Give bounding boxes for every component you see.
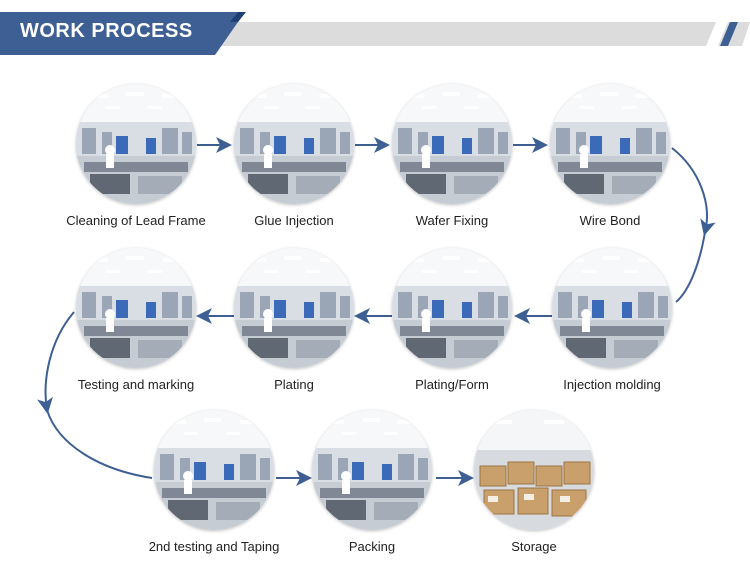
- factory-photo-icon: [76, 248, 196, 368]
- header-graphic: [0, 12, 750, 55]
- factory-photo-icon: [76, 84, 196, 204]
- step-label: Glue Injection: [254, 213, 334, 228]
- factory-photo-icon: [392, 248, 512, 368]
- header-banner: WORK PROCESS: [0, 0, 750, 60]
- step-label: Storage: [511, 539, 557, 554]
- factory-photo-icon: [234, 84, 354, 204]
- step-label: Plating: [274, 377, 314, 392]
- step-label: Packing: [348, 539, 396, 554]
- arrow-8-9: [37, 311, 75, 414]
- step-glue-injection: Glue Injection: [219, 84, 369, 228]
- factory-photo-icon: [392, 84, 512, 204]
- step-packing: Packing: [297, 410, 447, 554]
- step-wire-bond: Wire Bond: [535, 84, 685, 228]
- step-plating-form: Plating/Form: [377, 248, 527, 392]
- step-label: Wire Bond: [579, 213, 641, 228]
- factory-photo-icon: [552, 248, 672, 368]
- step-label: Testing and marking: [77, 377, 195, 392]
- arrow-8-9-tail: [46, 409, 153, 479]
- warehouse-photo-icon: [474, 410, 594, 530]
- arrow-4-5: [671, 147, 716, 236]
- factory-photo-icon: [312, 410, 432, 530]
- step-label: Plating/Form: [415, 377, 489, 392]
- step-wafer-fixing: Wafer Fixing: [377, 84, 527, 228]
- factory-photo-icon: [234, 248, 354, 368]
- step-plating: Plating: [219, 248, 369, 392]
- step-storage: Storage: [459, 410, 609, 554]
- step-label: 2nd testing and Taping: [148, 539, 280, 554]
- arrow-4-5-tail: [675, 231, 706, 303]
- step-testing-and-marking: Testing and marking: [61, 248, 211, 392]
- step-label: Injection molding: [563, 377, 661, 392]
- step-injection-molding: Injection molding: [537, 248, 687, 392]
- step-2nd-testing-and-taping: 2nd testing and Taping: [139, 410, 289, 554]
- page-title: WORK PROCESS: [20, 20, 193, 42]
- factory-photo-icon: [154, 410, 274, 530]
- step-label: Wafer Fixing: [415, 213, 489, 228]
- step-label: Cleaning of Lead Frame: [66, 213, 206, 228]
- factory-photo-icon: [550, 84, 670, 204]
- step-cleaning-of-lead-frame: Cleaning of Lead Frame: [61, 84, 211, 228]
